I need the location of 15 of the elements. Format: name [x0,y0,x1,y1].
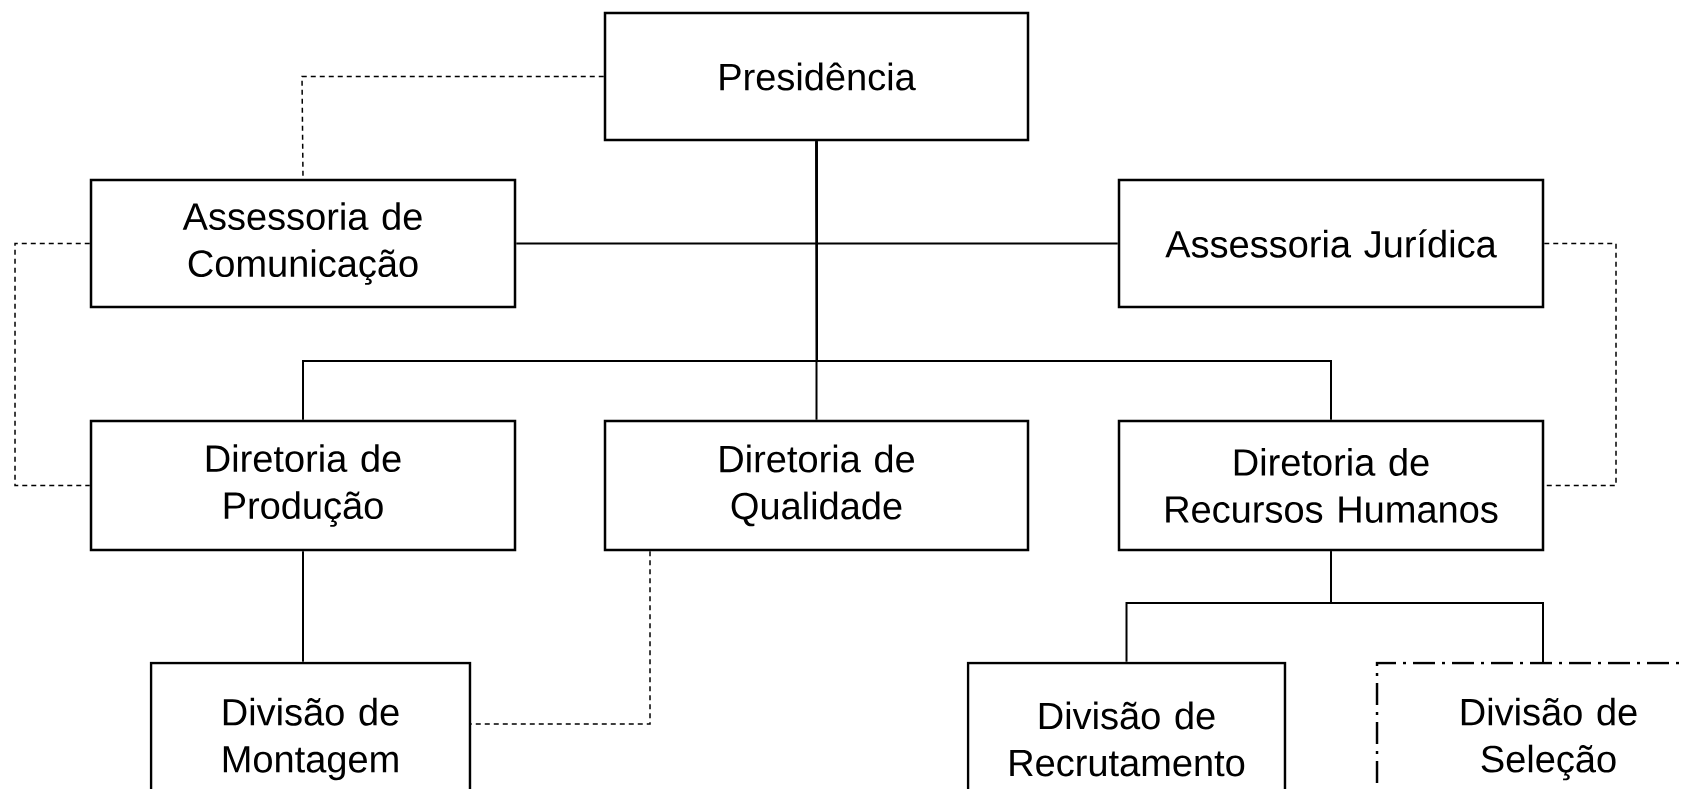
connector-line [1330,550,1544,664]
connector-line [469,550,651,725]
unit-box: Assessoria de Comunicação [89,178,517,309]
unit-box: Presidência [603,11,1030,142]
connector-line [815,140,1332,421]
unit-box: Divisão de Recrutamento [966,661,1287,789]
unit-box: Divisão de Montagem [149,661,472,789]
connector-line [1543,242,1617,487]
unit-box: Diretoria de Qualidade [603,419,1030,552]
unit-box: Assessoria Jurídica [1117,178,1545,309]
connector-line [302,550,304,663]
connector-line [14,242,91,487]
unit-box: Diretoria de Produção [89,419,517,552]
unit-box: Divisão de Seleção [1375,661,1684,789]
unit-box: Diretoria de Recursos Humanos [1117,419,1545,552]
